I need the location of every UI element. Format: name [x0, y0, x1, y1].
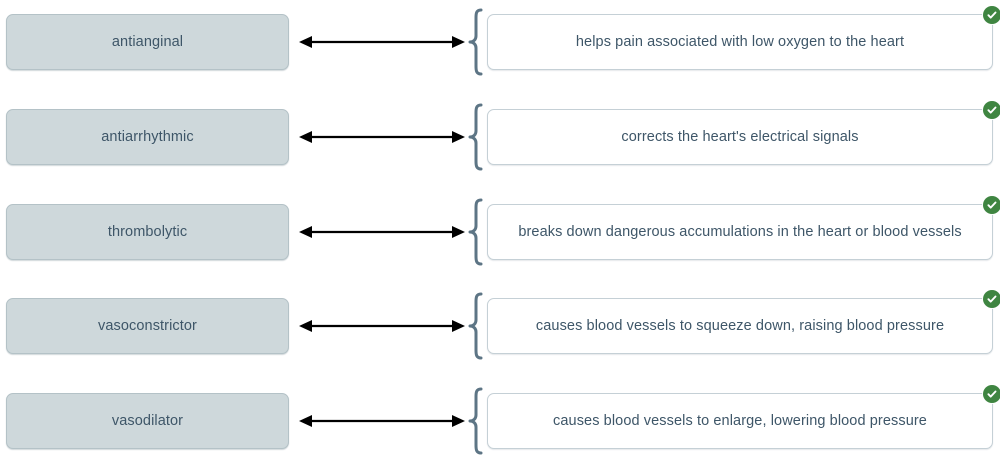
term-label: vasodilator — [111, 412, 184, 429]
match-row: vasodilator causes blood vessels to enla… — [0, 385, 1000, 456]
check-circle-icon — [983, 290, 1000, 308]
double-arrow-icon — [299, 34, 465, 50]
term-label: antiarrhythmic — [101, 128, 194, 145]
double-arrow-icon — [299, 413, 465, 429]
match-row: vasoconstrictor causes blood vessels to … — [0, 290, 1000, 361]
term-label: antianginal — [111, 33, 184, 50]
definition-card[interactable]: causes blood vessels to enlarge, lowerin… — [487, 385, 1000, 449]
definition-card[interactable]: causes blood vessels to squeeze down, ra… — [487, 290, 1000, 354]
term-tile[interactable]: vasodilator — [6, 393, 289, 449]
definition-card[interactable]: breaks down dangerous accumulations in t… — [487, 196, 1000, 260]
term-tile[interactable]: thrombolytic — [6, 204, 289, 260]
check-circle-icon — [983, 6, 1000, 24]
match-row: thrombolytic breaks down dangerous accum… — [0, 196, 1000, 267]
double-arrow-icon — [299, 129, 465, 145]
term-label: vasoconstrictor — [97, 317, 197, 334]
definition-label: causes blood vessels to enlarge, lowerin… — [553, 412, 927, 429]
curly-brace-icon — [467, 387, 485, 455]
check-circle-icon — [983, 385, 1000, 403]
term-tile[interactable]: antiarrhythmic — [6, 109, 289, 165]
curly-brace-icon — [467, 198, 485, 266]
double-arrow-icon — [299, 224, 465, 240]
curly-brace-icon — [467, 103, 485, 171]
definition-label: causes blood vessels to squeeze down, ra… — [535, 317, 945, 334]
term-label: thrombolytic — [107, 223, 188, 240]
check-circle-icon — [983, 101, 1000, 119]
match-row: antiarrhythmic corrects the heart's elec… — [0, 101, 1000, 172]
curly-brace-icon — [467, 292, 485, 360]
definition-label: breaks down dangerous accumulations in t… — [518, 223, 962, 240]
term-tile[interactable]: vasoconstrictor — [6, 298, 289, 354]
check-circle-icon — [983, 196, 1000, 214]
definition-card[interactable]: helps pain associated with low oxygen to… — [487, 6, 1000, 70]
definition-card[interactable]: corrects the heart's electrical signals — [487, 101, 1000, 165]
definition-label: corrects the heart's electrical signals — [621, 128, 859, 145]
term-tile[interactable]: antianginal — [6, 14, 289, 70]
double-arrow-icon — [299, 318, 465, 334]
definition-label: helps pain associated with low oxygen to… — [575, 33, 905, 50]
match-row: antianginal helps pain associated with l… — [0, 6, 1000, 77]
curly-brace-icon — [467, 8, 485, 76]
